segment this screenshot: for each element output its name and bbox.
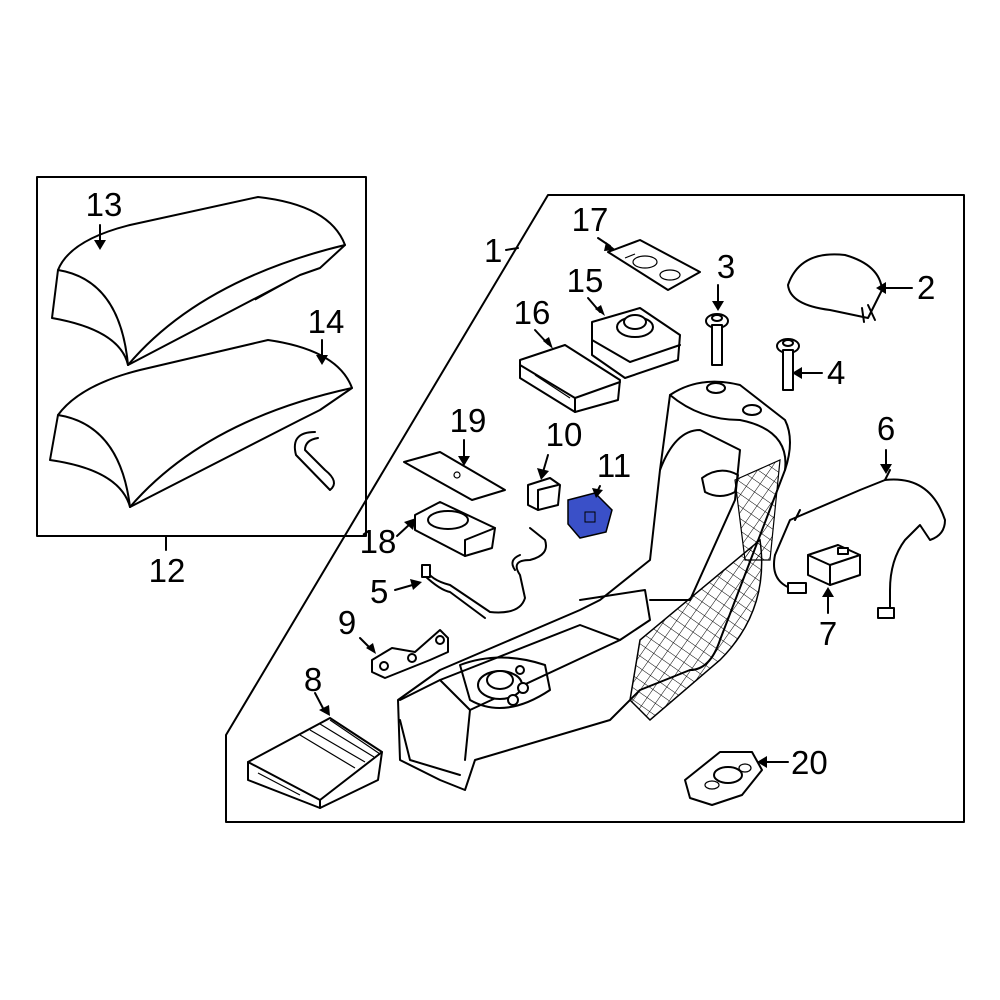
harness-part-6 — [773, 469, 946, 619]
callout-20: 20 — [791, 744, 828, 781]
callout-3: 3 — [717, 248, 735, 285]
callout-17: 17 — [572, 201, 609, 238]
module-part-16 — [519, 344, 621, 413]
callout-6: 6 — [877, 410, 895, 447]
callout-19: 19 — [450, 402, 487, 439]
callout-14: 14 — [308, 303, 345, 340]
bracket-part-9 — [371, 629, 449, 679]
main-assembly-frame — [225, 194, 965, 823]
callout-15: 15 — [567, 262, 604, 299]
callout-1: 1 — [484, 232, 502, 269]
connector-part-10 — [527, 477, 561, 511]
highlighted-part-11 — [567, 492, 613, 539]
callout-13: 13 — [86, 186, 123, 223]
controller-part-15 — [591, 307, 681, 379]
callout-9: 9 — [338, 604, 356, 641]
armrest-lid-part — [51, 196, 346, 366]
trim-panel-part-17 — [607, 239, 701, 291]
armrest-cover-part — [49, 339, 353, 508]
center-console-body — [397, 380, 791, 791]
callout-5: 5 — [370, 573, 388, 610]
callout-10: 10 — [546, 416, 583, 453]
callout-11: 11 — [597, 447, 631, 484]
callout-8: 8 — [304, 661, 322, 698]
speaker-part-18 — [414, 501, 496, 557]
callout-12: 12 — [149, 552, 186, 589]
callout-labels: 1 2 3 4 5 6 7 8 9 10 11 12 13 14 15 16 1… — [86, 186, 936, 781]
harness-part-5 — [421, 527, 547, 619]
callout-4: 4 — [827, 354, 845, 391]
callout-7: 7 — [819, 615, 837, 652]
callout-18: 18 — [360, 523, 397, 560]
connector-part-7 — [807, 544, 861, 586]
screw-part-4 — [776, 338, 800, 391]
screw-part-3 — [705, 313, 729, 366]
armrest-inset-box — [36, 176, 367, 537]
leader-lines — [94, 224, 913, 768]
cap-part-2 — [787, 253, 883, 323]
cover-plate-part-19 — [403, 451, 506, 501]
switch-part-20 — [684, 751, 763, 806]
module-part-8 — [247, 717, 383, 809]
callout-2: 2 — [917, 269, 935, 306]
callout-16: 16 — [514, 294, 551, 331]
